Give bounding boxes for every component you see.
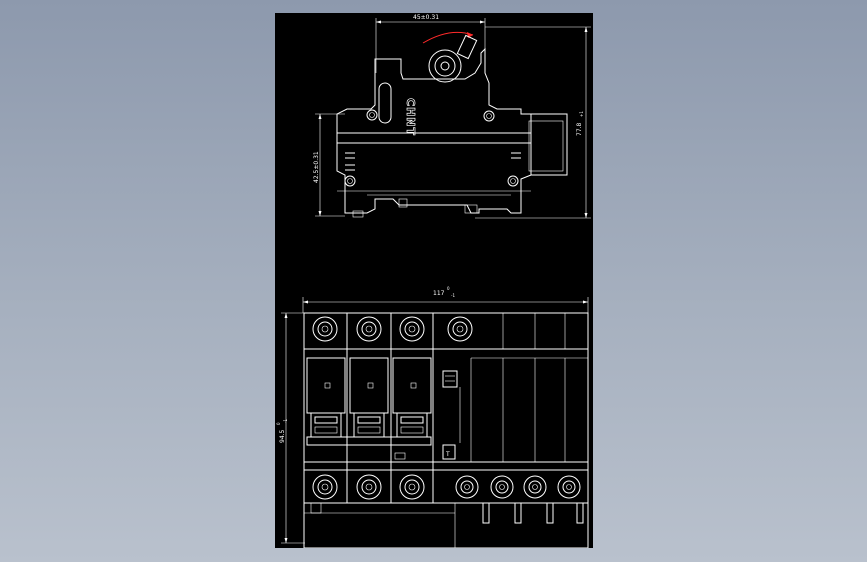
top-terminal-n — [447, 316, 473, 342]
dim-top-width: 45±0.31 — [413, 14, 439, 21]
bottom-terminal-5 — [490, 475, 514, 499]
side-view: 45±0.31 77.8 +1 42.5±0.31 — [313, 14, 591, 219]
bottom-terminal-2 — [356, 474, 382, 500]
top-terminal-3 — [399, 316, 425, 342]
dim-front-width: 117 — [433, 290, 445, 297]
test-button-label: T — [445, 451, 450, 458]
bottom-terminal-3 — [399, 474, 425, 500]
front-view: 117 0 -1 94.5 0 -1 — [276, 286, 589, 548]
brand-logo: CHNT — [404, 98, 417, 136]
bottom-terminal-6 — [523, 475, 547, 499]
svg-text:-1: -1 — [283, 419, 288, 423]
svg-text:0: 0 — [276, 422, 281, 425]
indicator-window — [442, 370, 458, 388]
breaker-drawing: 45±0.31 77.8 +1 42.5±0.31 — [276, 14, 591, 548]
bottom-terminal-7 — [557, 475, 581, 499]
test-button[interactable] — [442, 444, 456, 460]
dim-right-height-tol: +1 — [579, 111, 584, 117]
drawing-sheet: 45±0.31 77.8 +1 42.5±0.31 — [275, 13, 593, 548]
bottom-terminal-4 — [455, 475, 479, 499]
svg-text:-1: -1 — [451, 293, 455, 298]
dim-right-height: 77.8 — [576, 122, 583, 136]
bottom-terminal-1 — [312, 474, 338, 500]
dim-front-height: 94.5 — [279, 429, 286, 443]
top-terminal-1 — [312, 316, 338, 342]
dim-left-height: 42.5±0.31 — [313, 151, 320, 183]
svg-text:0: 0 — [447, 286, 450, 291]
top-terminal-2 — [356, 316, 382, 342]
